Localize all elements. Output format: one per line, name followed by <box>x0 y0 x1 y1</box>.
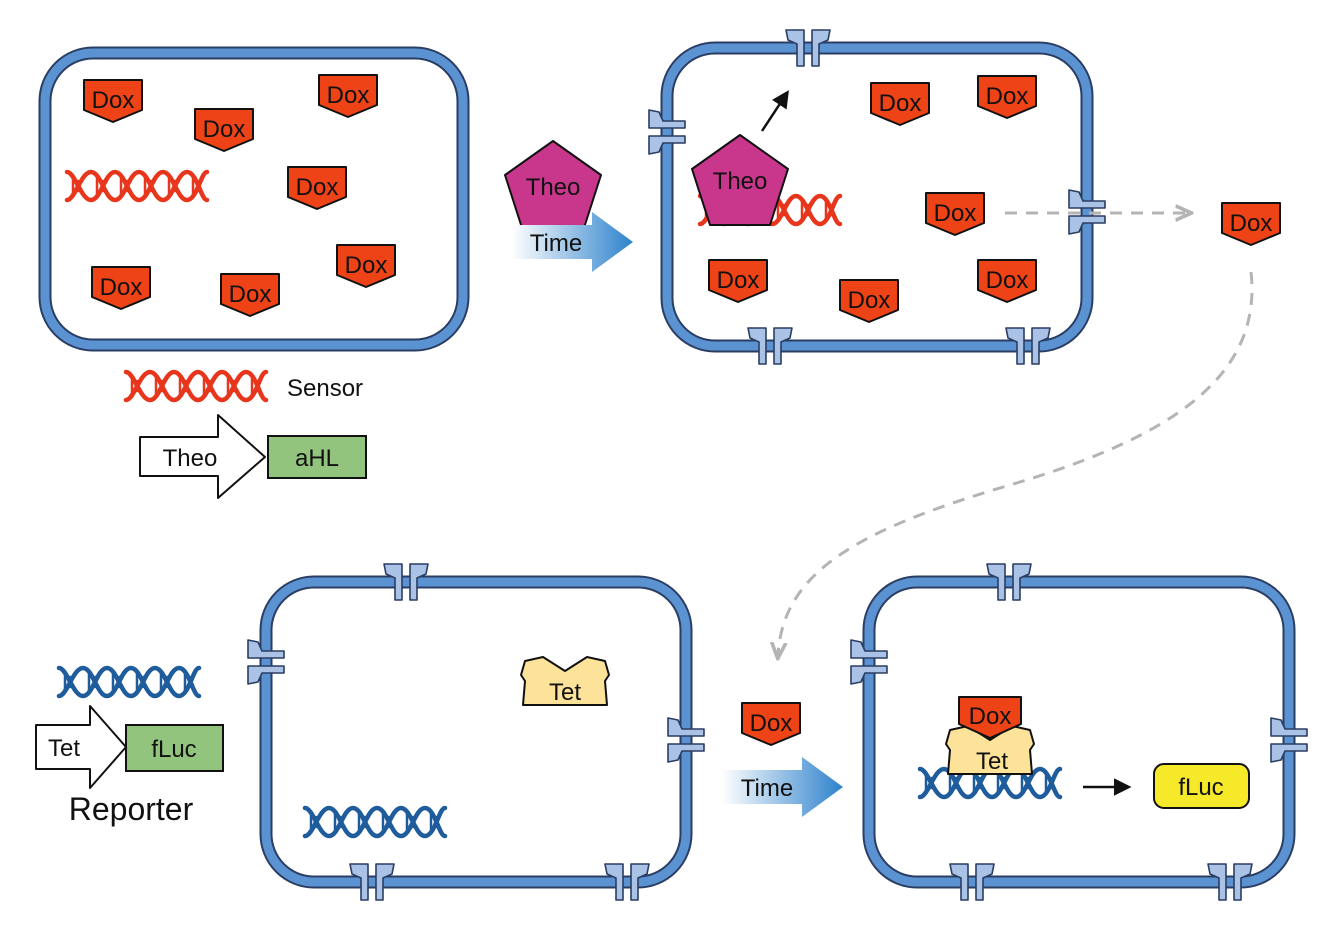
dox-molecule: Dox <box>318 74 378 118</box>
svg-text:Dox: Dox <box>879 90 922 117</box>
svg-text:Dox: Dox <box>327 82 370 109</box>
sensor-label: Sensor <box>287 375 363 402</box>
dox-molecule: Dox <box>977 75 1037 119</box>
dox-molecule: Dox <box>977 259 1037 303</box>
dox-molecule: Dox <box>870 82 930 126</box>
export-arrow <box>760 90 789 132</box>
svg-text:Tet: Tet <box>549 679 581 706</box>
dox-molecule-bound: Dox <box>958 696 1022 739</box>
sensor-dna-legend-icon <box>126 372 266 400</box>
svg-text:Theo: Theo <box>163 445 218 472</box>
svg-text:Dox: Dox <box>296 174 339 201</box>
ahl-gene-box: aHL <box>267 435 367 479</box>
dox-molecule: Dox <box>91 266 151 310</box>
svg-text:Dox: Dox <box>100 274 143 301</box>
dox-molecule: Dox <box>708 259 768 303</box>
svg-text:aHL: aHL <box>295 445 339 472</box>
dox-molecule-added: Dox <box>741 702 801 746</box>
tet-protein-bound: Tet <box>945 725 1035 775</box>
svg-text:Time: Time <box>741 775 793 802</box>
dox-molecule: Dox <box>336 244 396 288</box>
svg-text:Tet: Tet <box>976 748 1008 775</box>
dox-molecule: Dox <box>194 108 254 152</box>
tet-promoter-arrow: Tet <box>35 705 127 789</box>
svg-text:Dox: Dox <box>986 83 1029 110</box>
theo-promoter-arrow: Theo <box>139 414 266 499</box>
svg-text:Dox: Dox <box>345 252 388 279</box>
svg-text:Time: Time <box>530 230 582 257</box>
time-arrow-bottom: Time <box>722 757 843 817</box>
cell-bottom-middle <box>247 563 705 901</box>
dox-molecule: Dox <box>925 192 985 236</box>
svg-text:Dox: Dox <box>229 281 272 308</box>
dox-transfer-path <box>778 271 1254 655</box>
svg-text:Theo: Theo <box>713 168 768 195</box>
svg-text:Theo: Theo <box>526 174 581 201</box>
dox-molecule: Dox <box>83 79 143 123</box>
svg-text:Dox: Dox <box>750 710 793 737</box>
reporter-dna-legend-icon <box>59 668 199 696</box>
svg-text:Dox: Dox <box>986 267 1029 294</box>
dox-molecule-escaped: Dox <box>1221 202 1281 246</box>
theo-molecule: Theo <box>504 140 602 232</box>
fluc-protein: fLuc <box>1153 763 1250 809</box>
svg-text:Tet: Tet <box>48 735 80 762</box>
cell-bottom-right <box>850 563 1308 901</box>
svg-text:Dox: Dox <box>203 116 246 143</box>
svg-text:Dox: Dox <box>717 267 760 294</box>
dox-molecule: Dox <box>287 166 347 210</box>
svg-text:fLuc: fLuc <box>1178 774 1223 801</box>
time-arrow-top: Time <box>512 212 633 272</box>
dox-molecule: Dox <box>220 273 280 317</box>
tet-protein: Tet <box>520 656 610 706</box>
svg-text:fLuc: fLuc <box>151 736 196 763</box>
svg-text:Dox: Dox <box>92 87 135 114</box>
fluc-gene-box: fLuc <box>125 724 224 772</box>
dox-molecule: Dox <box>839 279 899 323</box>
svg-text:Dox: Dox <box>848 287 891 314</box>
svg-text:Dox: Dox <box>934 200 977 227</box>
theo-molecule-in-cell: Theo <box>691 134 789 226</box>
svg-text:Dox: Dox <box>969 703 1012 730</box>
reporter-label: Reporter <box>69 791 194 827</box>
svg-text:Dox: Dox <box>1230 210 1273 237</box>
